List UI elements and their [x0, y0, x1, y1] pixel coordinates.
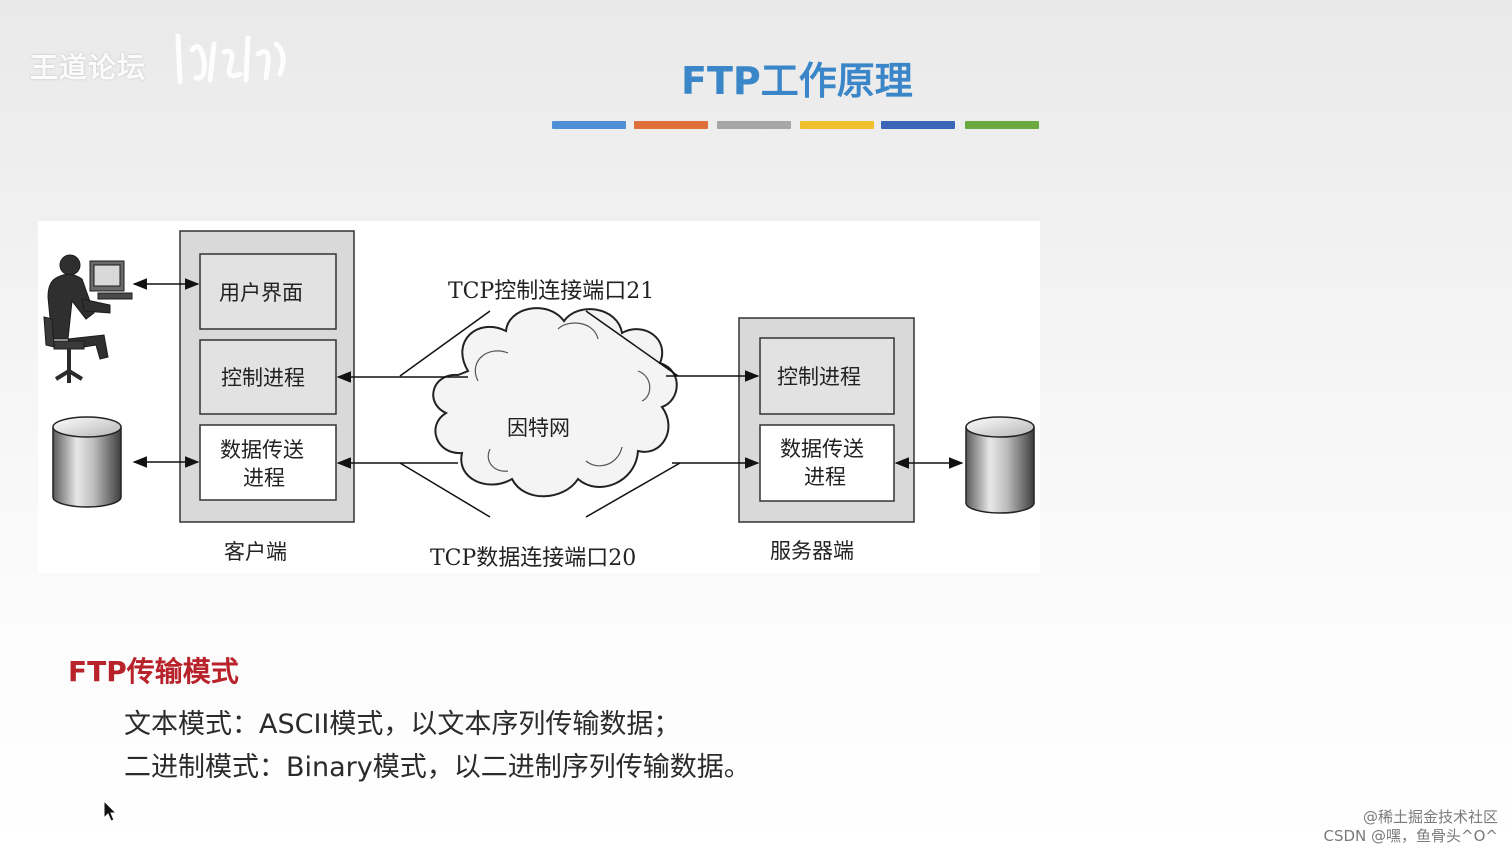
client-database-icon	[52, 416, 122, 508]
corner-watermark-line1: @稀土掘金技术社区	[1362, 808, 1498, 826]
connection-lines	[399, 310, 681, 518]
server-control-process-box	[759, 337, 895, 415]
client-user-interface-label: 用户界面	[219, 281, 303, 305]
client-data-transfer-label: 数据传送	[220, 438, 304, 462]
watermark-logo: 王道论坛	[30, 51, 147, 84]
cloud-label: 因特网	[507, 416, 570, 440]
transfer-modes-heading: FTP传输模式	[68, 655, 239, 688]
bottom-connection-label: TCP数据连接端口20	[430, 546, 636, 571]
slide-title: FTP工作原理	[681, 59, 913, 103]
client-label: 客户端	[224, 540, 287, 564]
watermark-scribble-icon	[175, 33, 286, 85]
server-data-transfer-label-2: 进程	[804, 465, 846, 489]
server-data-transfer-label: 数据传送	[780, 437, 864, 461]
client-data-transfer-label-2: 进程	[243, 466, 285, 490]
client-data-transfer-box	[199, 424, 337, 501]
ftp-diagram: TCP控制连接端口21 TCP数据连接端口20 因特网 用户界面 控制进程 数据…	[38, 221, 1040, 573]
top-connection-label: TCP控制连接端口21	[448, 279, 654, 304]
accent-bar	[552, 121, 626, 129]
server-data-transfer-box	[759, 424, 895, 502]
accent-bar	[634, 121, 708, 129]
mouse-cursor-icon	[103, 800, 118, 822]
ftp-diagram-canvas: TCP控制连接端口21 TCP数据连接端口20 因特网 用户界面 控制进程 数据…	[43, 230, 1035, 571]
accent-bar	[965, 121, 1039, 129]
server-label: 服务器端	[770, 539, 854, 563]
accent-bar	[717, 121, 791, 129]
server-control-process-label: 控制进程	[777, 365, 861, 389]
internet-cloud-icon	[432, 307, 678, 498]
binary-mode-line: 二进制模式：Binary模式，以二进制序列传输数据。	[124, 752, 751, 783]
accent-bar	[800, 121, 874, 129]
server-database-icon	[965, 416, 1035, 514]
accent-bar	[881, 121, 955, 129]
client-user-interface-box	[199, 253, 337, 330]
user-at-computer-icon	[43, 254, 133, 383]
text-mode-line: 文本模式：ASCII模式，以文本序列传输数据；	[124, 709, 681, 740]
corner-watermark-line2: CSDN @嘿，鱼骨头^O^	[1323, 827, 1498, 845]
client-control-process-box	[199, 339, 337, 415]
client-control-process-label: 控制进程	[221, 366, 305, 390]
flow-arrows	[132, 278, 964, 469]
